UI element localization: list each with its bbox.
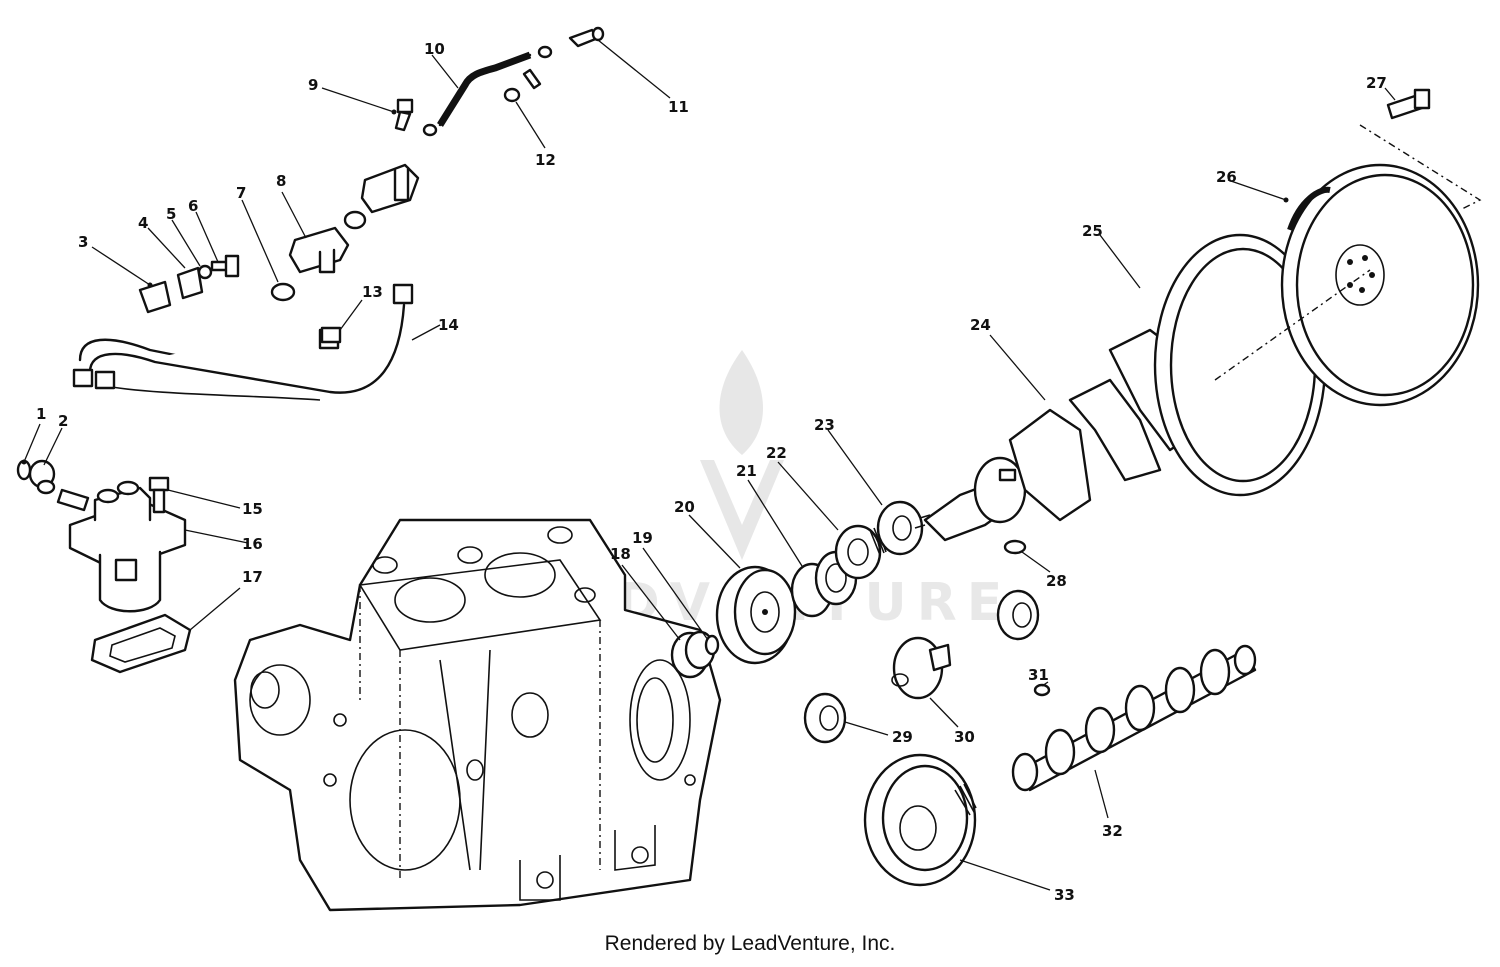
leak-off-hose-10 — [422, 45, 553, 137]
camshaft-gear-33 — [863, 753, 977, 887]
callout-21: 21 — [736, 462, 757, 480]
callout-29: 29 — [892, 728, 913, 746]
clamp-3 — [138, 280, 172, 314]
fitting-2 — [28, 459, 56, 495]
bolt-9 — [394, 98, 414, 132]
credit-footer: Rendered by LeadVenture, Inc. — [604, 932, 896, 955]
callout-17: 17 — [242, 568, 263, 586]
callout-3: 3 — [78, 233, 88, 251]
callout-1: 1 — [36, 405, 46, 423]
callout-labels: 1 2 3 4 5 6 7 8 9 10 11 12 13 14 15 16 1… — [36, 40, 1387, 904]
callout-12: 12 — [535, 151, 556, 169]
callout-15: 15 — [242, 500, 263, 518]
callout-24: 24 — [970, 316, 991, 334]
callout-16: 16 — [242, 535, 263, 553]
callout-22: 22 — [766, 444, 787, 462]
washer-7 — [270, 282, 296, 302]
bearing-upper — [996, 589, 1040, 641]
fuel-injection-pipes-14 — [72, 283, 414, 401]
washer-5 — [197, 264, 213, 280]
callout-19: 19 — [632, 529, 653, 547]
bolt-6 — [210, 254, 240, 278]
flywheel-26 — [1280, 163, 1480, 407]
collar-19 — [704, 634, 720, 656]
callout-33: 33 — [1054, 886, 1075, 904]
callout-32: 32 — [1102, 822, 1123, 840]
callout-8: 8 — [276, 172, 286, 190]
fuel-injection-pump — [56, 480, 187, 613]
callout-5: 5 — [166, 205, 176, 223]
thrust-washer-23 — [876, 500, 924, 556]
callout-10: 10 — [424, 40, 445, 58]
callout-6: 6 — [188, 197, 198, 215]
clamp-4 — [176, 266, 204, 300]
leader-lines — [21, 39, 1396, 891]
callout-4: 4 — [138, 214, 148, 232]
injection-nozzle-8 — [288, 226, 350, 274]
cylinder-block — [233, 518, 722, 912]
injection-nozzle-upper — [343, 163, 420, 230]
governor-30 — [891, 636, 952, 700]
callout-25: 25 — [1082, 222, 1103, 240]
callout-27: 27 — [1366, 74, 1387, 92]
clip-12 — [503, 68, 542, 103]
bearing-29 — [803, 692, 847, 744]
callout-13: 13 — [362, 283, 383, 301]
callout-14: 14 — [438, 316, 459, 334]
key-31 — [1033, 683, 1051, 697]
crankshaft-pulley-20 — [715, 565, 797, 665]
pump-gasket-17 — [90, 613, 192, 674]
callout-11: 11 — [668, 98, 689, 116]
flywheel-bolt-27 — [1386, 88, 1431, 120]
callout-9: 9 — [308, 76, 318, 94]
callout-23: 23 — [814, 416, 835, 434]
callout-26: 26 — [1216, 168, 1237, 186]
bolt-15 — [148, 476, 170, 514]
callout-31: 31 — [1028, 666, 1049, 684]
callout-28: 28 — [1046, 572, 1067, 590]
callout-2: 2 — [58, 412, 68, 430]
key-28 — [1003, 539, 1027, 555]
callout-20: 20 — [674, 498, 695, 516]
callout-18: 18 — [610, 545, 631, 563]
fitting-11 — [568, 26, 605, 48]
nut-13 — [320, 326, 342, 344]
camshaft-32 — [1011, 644, 1257, 792]
gear-22 — [834, 524, 887, 580]
callout-30: 30 — [954, 728, 975, 746]
watermark-logo — [700, 350, 784, 560]
callout-7: 7 — [236, 184, 246, 202]
